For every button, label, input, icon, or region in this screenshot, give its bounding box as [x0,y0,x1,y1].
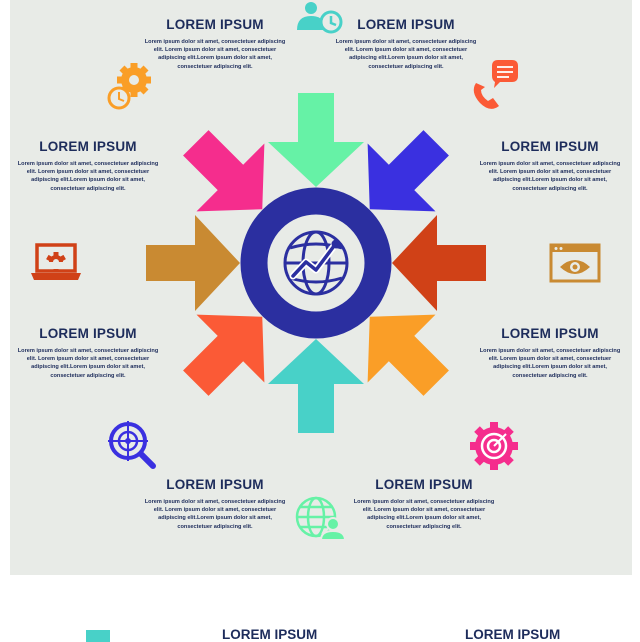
block-heading: LOREM IPSUM [501,139,599,154]
arrow-down-left [367,130,449,212]
block-heading: LOREM IPSUM [375,477,473,492]
arrow-left [392,215,486,311]
block-heading: LOREM IPSUM [166,477,264,492]
text-block-bottom-right: LOREM IPSUM Lorem ipsum dolor sit amet, … [349,477,499,531]
text-block-upper-right: LOREM IPSUM Lorem ipsum dolor sit amet, … [475,139,625,193]
block-heading: LOREM IPSUM [166,17,264,32]
next-section-heading-right: LOREM IPSUM [465,627,561,642]
laptop-gear-icon [31,243,81,280]
block-body: Lorem ipsum dolor sit amet, consectetuer… [17,161,159,192]
user-clock-icon [297,2,343,34]
text-block-lower-left: LOREM IPSUM Lorem ipsum dolor sit amet, … [13,326,163,380]
next-section-marker [86,630,110,642]
browser-eye-icon [549,243,601,283]
text-block-top-right: LOREM IPSUM Lorem ipsum dolor sit amet, … [331,17,481,71]
block-body: Lorem ipsum dolor sit amet, consectetuer… [479,161,621,192]
block-heading: LOREM IPSUM [39,326,137,341]
globe-user-icon [295,496,347,541]
block-heading: LOREM IPSUM [39,139,137,154]
block-body: Lorem ipsum dolor sit amet, consectetuer… [144,499,286,530]
arrow-down [268,93,364,187]
block-body: Lorem ipsum dolor sit amet, consectetuer… [144,39,286,70]
text-block-lower-right: LOREM IPSUM Lorem ipsum dolor sit amet, … [475,326,625,380]
block-heading: LOREM IPSUM [501,326,599,341]
block-body: Lorem ipsum dolor sit amet, consectetuer… [479,348,621,379]
globe-chart-icon [283,230,349,296]
magnifier-target-icon [108,421,156,469]
text-block-bottom-left: LOREM IPSUM Lorem ipsum dolor sit amet, … [140,477,290,531]
arrow-right [146,215,240,311]
gears-clock-icon [107,63,151,110]
block-body: Lorem ipsum dolor sit amet, consectetuer… [335,39,477,70]
arrow-up [268,339,364,433]
phone-chat-icon [473,60,518,109]
next-section-heading-left: LOREM IPSUM [222,627,318,642]
block-body: Lorem ipsum dolor sit amet, consectetuer… [353,499,495,530]
gear-target-icon [470,422,518,470]
arrow-down-right [183,130,265,212]
arrow-up-right [183,314,265,396]
arrow-up-left [367,314,449,396]
block-heading: LOREM IPSUM [357,17,455,32]
text-block-upper-left: LOREM IPSUM Lorem ipsum dolor sit amet, … [13,139,163,193]
block-body: Lorem ipsum dolor sit amet, consectetuer… [17,348,159,379]
text-block-top-left: LOREM IPSUM Lorem ipsum dolor sit amet, … [140,17,290,71]
